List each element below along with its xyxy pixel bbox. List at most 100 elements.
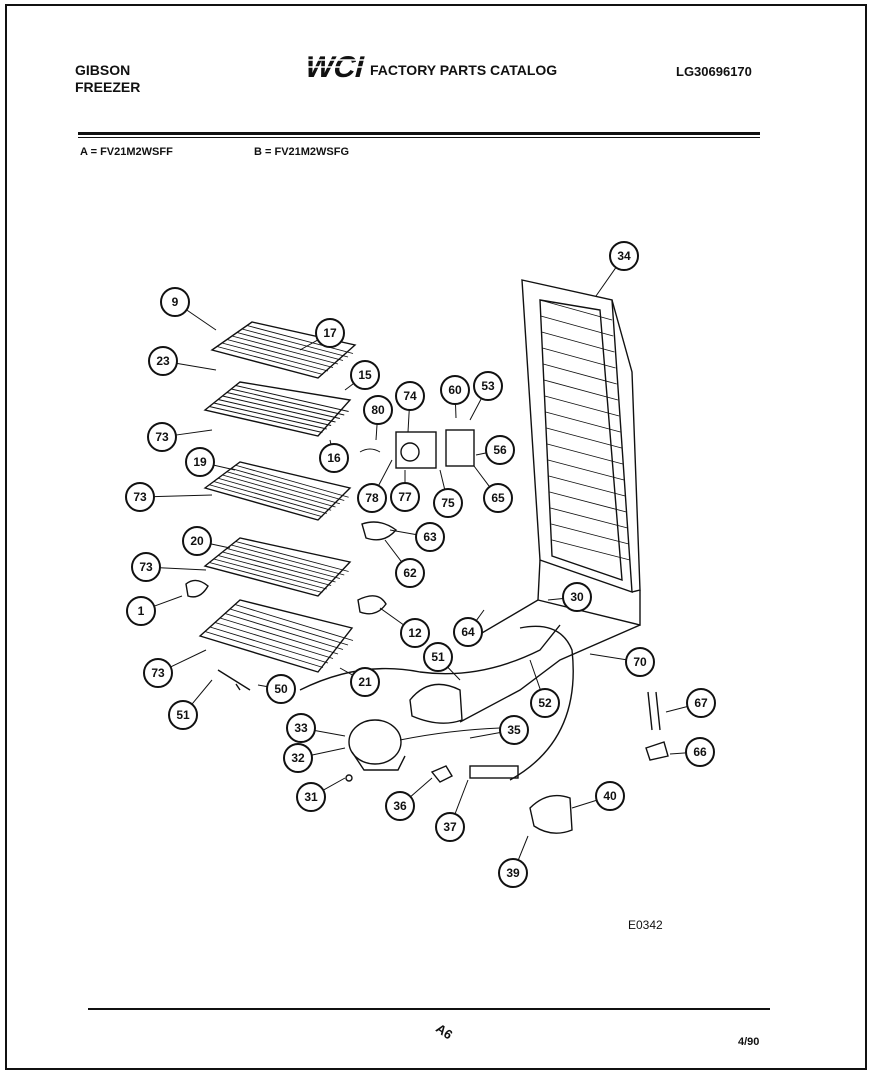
callout-leader-51: [191, 679, 213, 705]
callout-label: 9: [172, 295, 179, 309]
callout-label: 31: [304, 790, 318, 804]
callout-leader-33: [314, 730, 346, 737]
callout-leader-19: [213, 464, 236, 471]
callout-65: 65: [483, 483, 513, 513]
callout-17: 17: [315, 318, 345, 348]
part-number: LG30696170: [676, 64, 752, 79]
catalog-title: FACTORY PARTS CATALOG: [370, 62, 558, 78]
callout-label: 65: [491, 491, 505, 505]
shelf-top: [203, 321, 357, 437]
callout-77: 77: [390, 482, 420, 512]
callout-leader-35: [469, 732, 501, 739]
callout-leader-34: [595, 267, 617, 297]
callout-label: 50: [274, 682, 288, 696]
product-name: FREEZER: [75, 79, 141, 95]
callout-leader-73: [153, 494, 213, 498]
callout-56: 56: [485, 435, 515, 465]
callout-15: 15: [350, 360, 380, 390]
electrical-parts: [185, 521, 669, 834]
callout-label: 60: [448, 383, 462, 397]
callout-label: 56: [493, 443, 507, 457]
callout-39: 39: [498, 858, 528, 888]
callout-60: 60: [440, 375, 470, 405]
callout-19: 19: [185, 447, 215, 477]
callout-leader-80: [375, 423, 378, 441]
callout-leader-67: [665, 706, 688, 713]
callout-leader-12: [379, 607, 404, 626]
callout-leader-78: [378, 459, 393, 486]
callout-33: 33: [286, 713, 316, 743]
callout-leader-32: [311, 747, 346, 756]
callout-label: 64: [461, 625, 475, 639]
callout-label: 17: [323, 326, 337, 340]
callout-label: 52: [538, 696, 552, 710]
callout-leader-15: [344, 382, 355, 391]
callout-leaders: [153, 267, 688, 861]
callout-20: 20: [182, 526, 212, 556]
callout-63: 63: [415, 522, 445, 552]
callout-leader-50: [257, 684, 268, 688]
callout-12: 12: [400, 618, 430, 648]
brand-name: GIBSON: [75, 62, 131, 78]
header-rule-thin: [78, 137, 760, 138]
svg-text:WCI: WCI: [302, 50, 368, 82]
callout-73: 73: [147, 422, 177, 452]
callout-label: 39: [506, 866, 520, 880]
page-border: [5, 4, 867, 1070]
model-a: A = FV21M2WSFF: [80, 146, 173, 158]
callout-label: 70: [633, 655, 647, 669]
callout-leader-30: [547, 597, 564, 601]
callout-34: 34: [609, 241, 639, 271]
callout-67: 67: [686, 688, 716, 718]
callout-label: 21: [358, 675, 372, 689]
callout-66: 66: [685, 737, 715, 767]
callout-37: 37: [435, 812, 465, 842]
callout-label: 53: [481, 379, 495, 393]
callout-16: 16: [319, 443, 349, 473]
callout-50: 50: [266, 674, 296, 704]
callout-1: 1: [126, 596, 156, 626]
callout-78: 78: [357, 483, 387, 513]
evaporator-coil: [521, 279, 641, 626]
callout-leader-51: [447, 666, 461, 681]
callout-9: 9: [160, 287, 190, 317]
footer-rule: [88, 1008, 770, 1010]
callout-leader-73: [159, 567, 207, 571]
callout-leader-65: [473, 465, 491, 488]
callout-label: 34: [617, 249, 631, 263]
callout-53: 53: [473, 371, 503, 401]
callout-label: 37: [443, 820, 457, 834]
callout-label: 1: [138, 604, 145, 618]
callout-label: 75: [441, 496, 455, 510]
header-rule: [78, 132, 760, 135]
callout-label: 66: [693, 745, 707, 759]
revision-date: 4/90: [738, 1036, 760, 1048]
callout-label: 36: [393, 799, 407, 813]
callout-32: 32: [283, 743, 313, 773]
callout-leader-31: [322, 777, 346, 791]
callout-leader-64: [475, 609, 485, 621]
callout-leader-74: [407, 409, 410, 433]
callout-label: 62: [403, 566, 417, 580]
callout-23: 23: [148, 346, 178, 376]
callout-73: 73: [143, 658, 173, 688]
callout-label: 80: [371, 403, 385, 417]
callout-36: 36: [385, 791, 415, 821]
callout-64: 64: [453, 617, 483, 647]
callout-label: 19: [193, 455, 207, 469]
callout-leader-66: [669, 752, 687, 755]
callout-leader-53: [469, 398, 482, 421]
callout-label: 33: [294, 721, 308, 735]
callout-70: 70: [625, 647, 655, 677]
brand-block: GIBSON FREEZER: [75, 62, 140, 96]
callout-label: 73: [133, 490, 147, 504]
callout-label: 16: [327, 451, 341, 465]
callout-label: 73: [139, 560, 153, 574]
callout-leader-62: [384, 539, 402, 563]
callout-leader-75: [439, 469, 446, 490]
callout-label: 23: [156, 354, 170, 368]
callout-leader-1: [153, 595, 183, 607]
callout-leader-73: [175, 429, 213, 436]
